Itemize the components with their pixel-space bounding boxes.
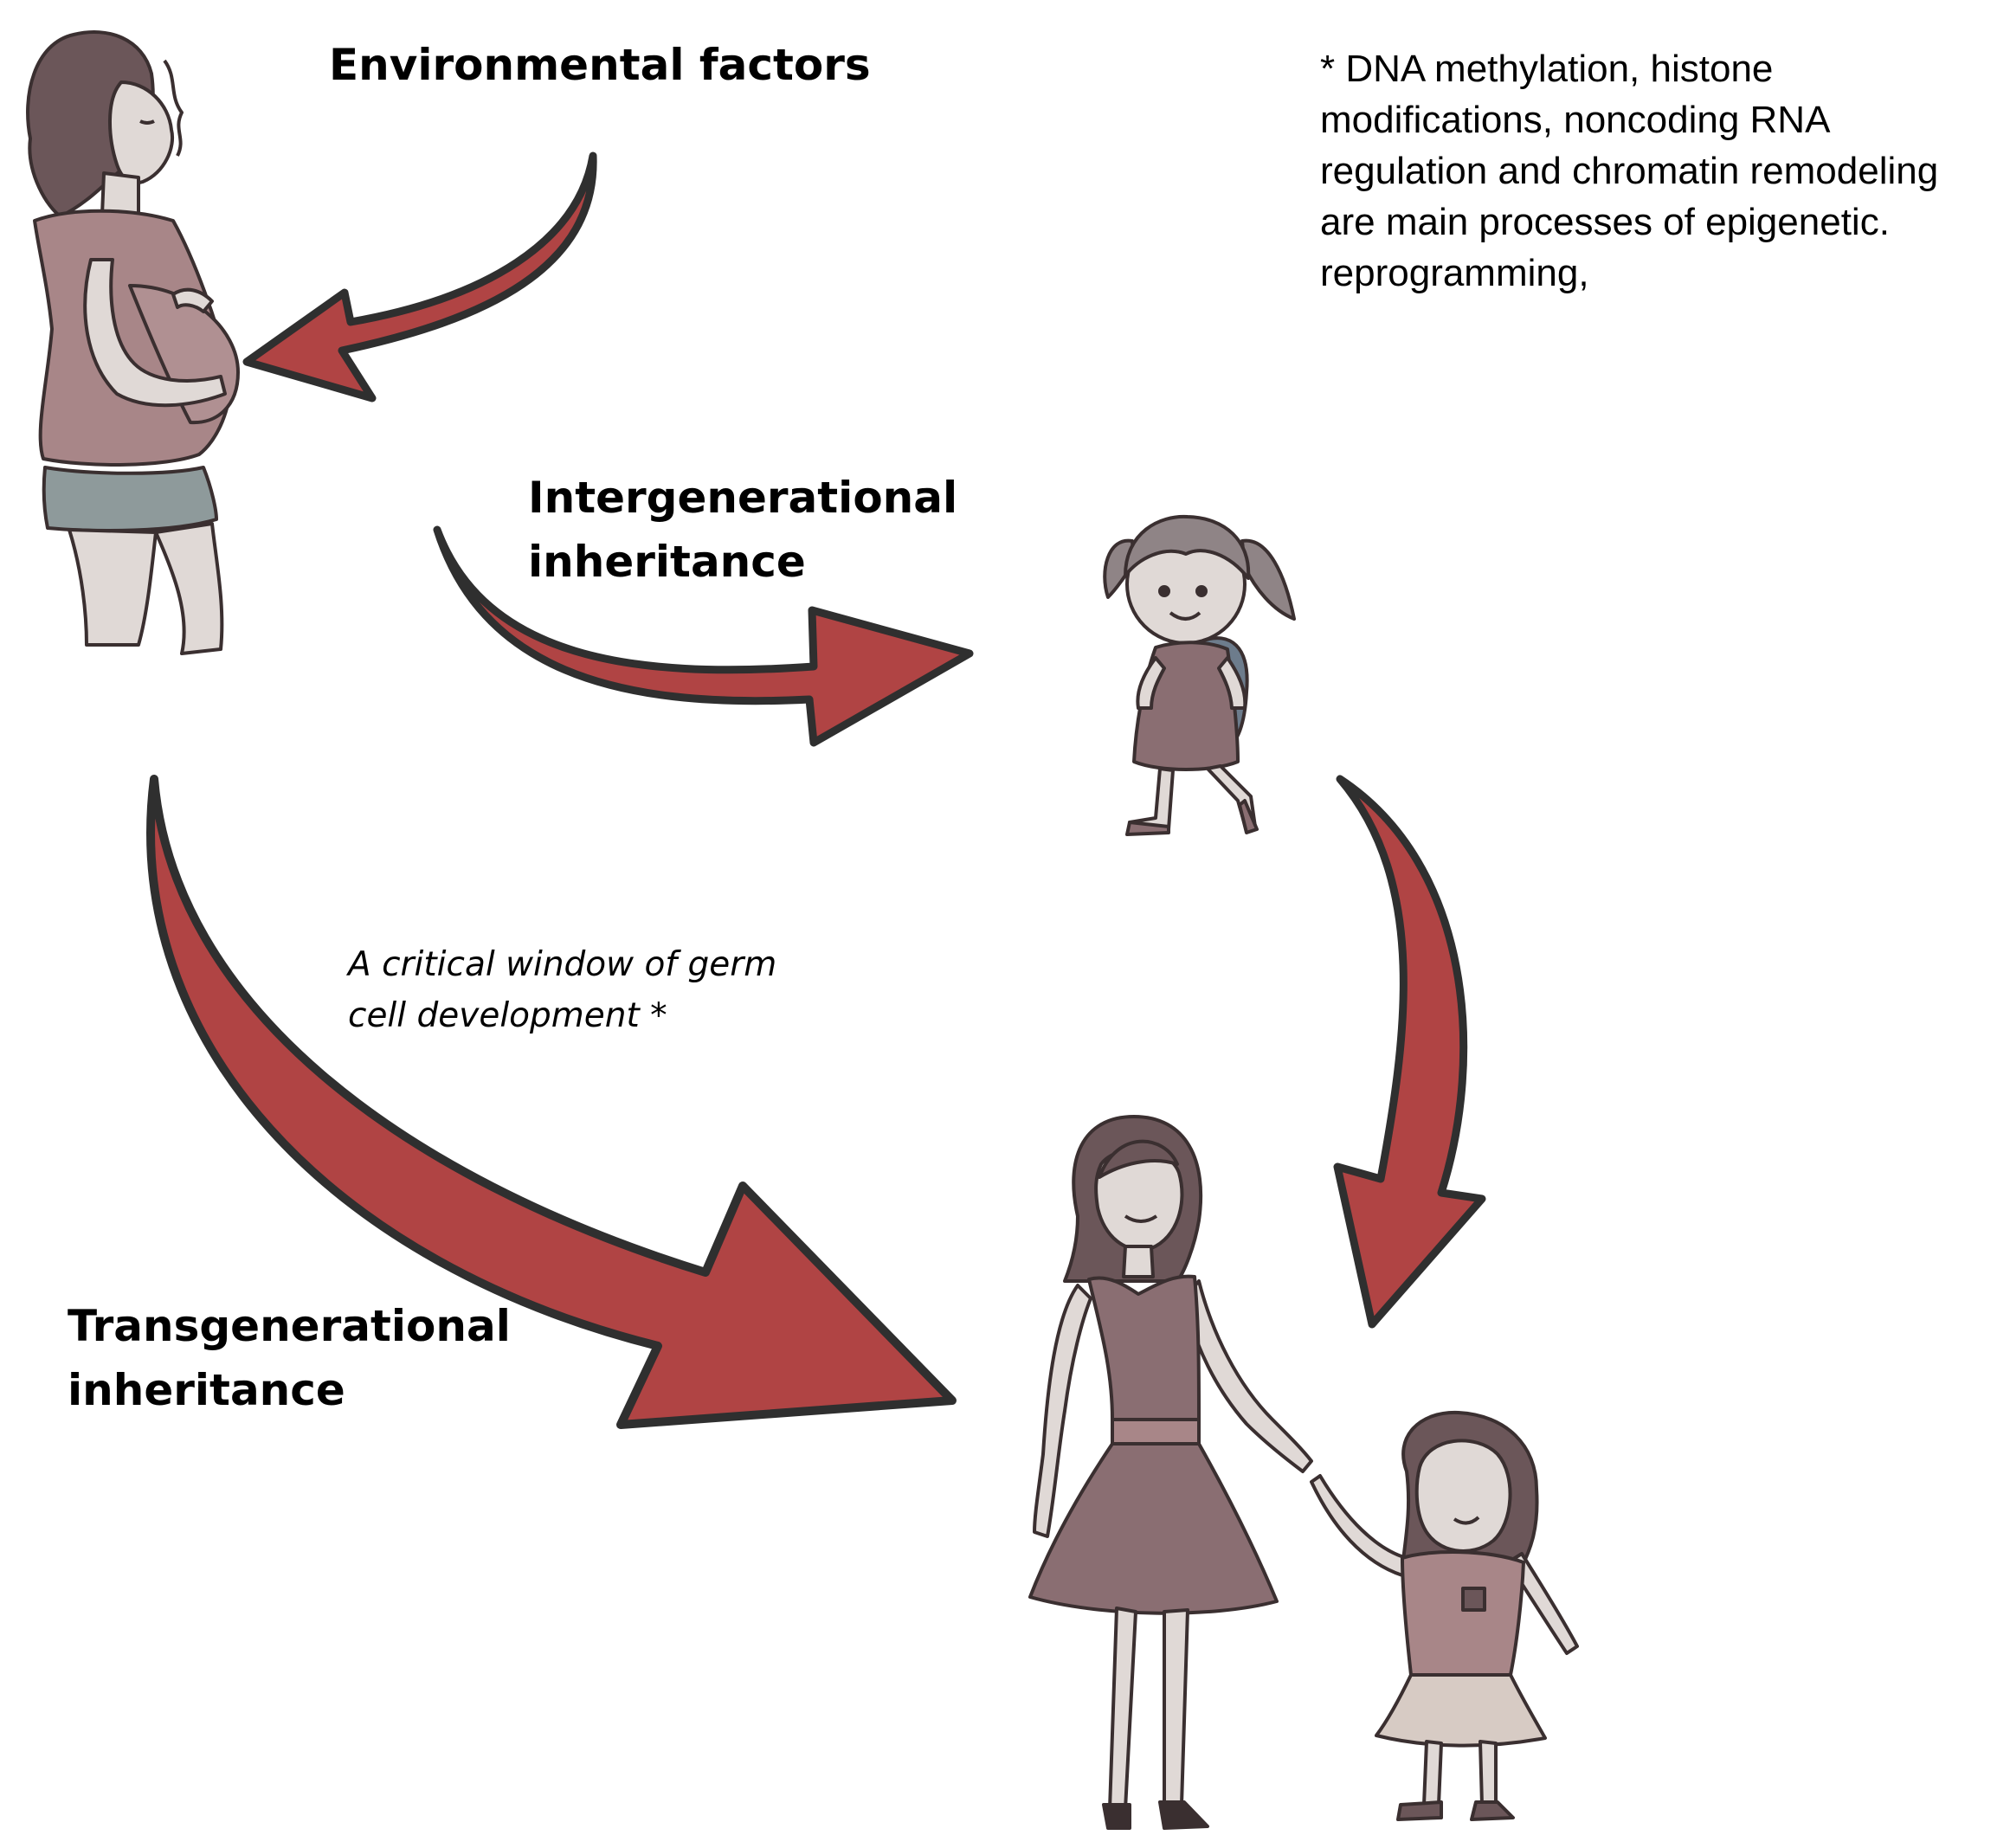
pregnant-woman-illustration (26, 30, 240, 655)
face (108, 80, 175, 185)
mother-and-daughter-illustration (1028, 1115, 1579, 1830)
mother-belt (1111, 1418, 1201, 1446)
footnote-line: modifications, noncoding RNA (1320, 99, 1831, 141)
girl-with-backpack-illustration (1103, 514, 1296, 836)
footnote-line: regulation and chromatin remodeling (1320, 150, 1939, 192)
footnote-line: reprogramming, (1320, 252, 1589, 294)
daughter-face (1414, 1439, 1512, 1553)
hair (26, 30, 155, 218)
legs (68, 528, 158, 647)
label-transgenerational-line2: inheritance (68, 1365, 345, 1415)
daughter-shirt (1401, 1550, 1525, 1677)
arrow-intergenerational (433, 525, 974, 747)
shorts (42, 466, 218, 532)
footnote-line: * DNA methylation, histone (1320, 48, 1774, 90)
label-critical-window-line2: cell development * (348, 996, 667, 1035)
label-intergenerational-line2: inheritance (528, 537, 806, 587)
girl-hair (1124, 514, 1251, 580)
arrow-environment-to-mother (242, 151, 597, 402)
mother-dress (1087, 1274, 1201, 1421)
label-critical-window-line1: A critical window of germ (348, 945, 777, 984)
footnote-line: are main processes of epigenetic. (1320, 201, 1890, 243)
arrow-transgenerational (146, 775, 957, 1429)
arrow-girl-to-family (1333, 775, 1486, 1329)
daughter-skirt (1375, 1673, 1547, 1748)
label-intergenerational-line1: Intergenerational (528, 473, 958, 523)
label-environmental-factors: Environmental factors (329, 40, 871, 90)
label-transgenerational-line1: Transgenerational (68, 1301, 511, 1351)
